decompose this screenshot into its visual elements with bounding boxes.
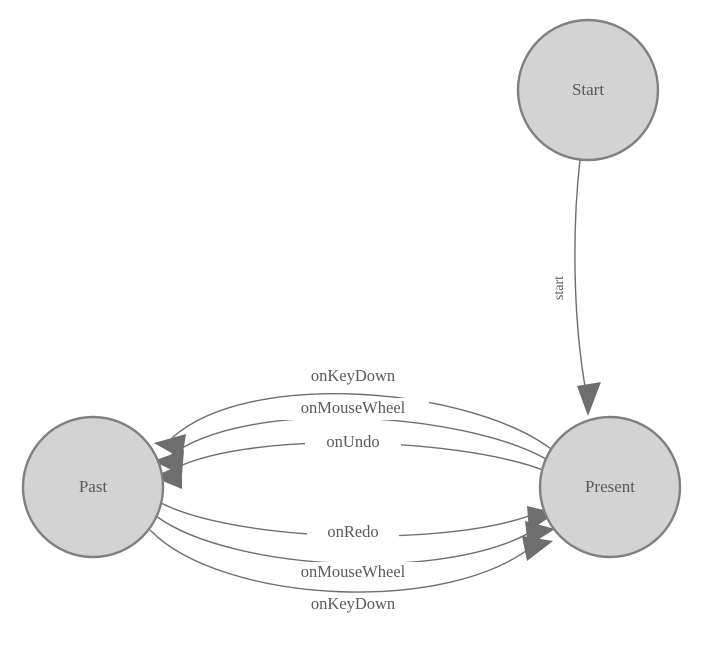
arrowhead-past-present-3 bbox=[522, 536, 553, 561]
node-start[interactable]: Start bbox=[516, 18, 660, 162]
node-present[interactable]: Present bbox=[538, 415, 682, 559]
edge-label-past-present-3: onKeyDown bbox=[288, 594, 418, 616]
edge-label-present-past-3: onUndo bbox=[305, 432, 401, 454]
edge-label-past-present-2-text: onMouseWheel bbox=[301, 562, 406, 581]
edge-path-start-present bbox=[574, 159, 587, 393]
edge-label-present-past-2-halo bbox=[277, 398, 429, 420]
edge-label-past-present-3-text: onKeyDown bbox=[311, 594, 395, 613]
edge-label-past-present-1: onRedo bbox=[307, 522, 399, 544]
node-past-label: Past bbox=[79, 477, 108, 496]
edge-label-present-past-2-text: onMouseWheel bbox=[301, 398, 406, 417]
edge-path-present-past-1 bbox=[171, 393, 552, 450]
node-past-circle bbox=[21, 415, 165, 559]
arrowhead-start-present bbox=[577, 382, 601, 416]
edge-label-past-present-1-halo bbox=[307, 522, 399, 544]
node-start-label: Start bbox=[572, 80, 604, 99]
edge-past-to-present-onkeydown[interactable] bbox=[149, 529, 553, 593]
edge-label-past-present-1-text: onRedo bbox=[327, 522, 378, 541]
edge-label-present-past-1-text: onKeyDown bbox=[311, 366, 395, 385]
edge-label-past-present-2: onMouseWheel bbox=[277, 562, 429, 584]
edge-label-present-past-1-halo bbox=[288, 366, 418, 388]
node-start-circle bbox=[516, 18, 660, 162]
edge-label-present-past-3-text: onUndo bbox=[326, 432, 379, 451]
edge-label-present-past-3-halo bbox=[305, 432, 401, 454]
edge-label-past-present-3-halo bbox=[288, 594, 418, 616]
node-present-label: Present bbox=[585, 477, 635, 496]
edge-label-start: start bbox=[551, 262, 569, 314]
edge-label-past-present-2-halo bbox=[277, 562, 429, 584]
arrowhead-present-past-3 bbox=[153, 464, 182, 489]
edge-start-to-present[interactable] bbox=[574, 159, 601, 416]
edge-label-present-past-1: onKeyDown bbox=[288, 366, 418, 388]
edge-path-past-present-3 bbox=[149, 529, 537, 593]
node-past[interactable]: Past bbox=[21, 415, 165, 559]
node-present-circle bbox=[538, 415, 682, 559]
edge-label-start-halo bbox=[551, 262, 569, 314]
edge-label-present-past-2: onMouseWheel bbox=[277, 398, 429, 420]
edge-label-start-text: start bbox=[552, 276, 567, 300]
